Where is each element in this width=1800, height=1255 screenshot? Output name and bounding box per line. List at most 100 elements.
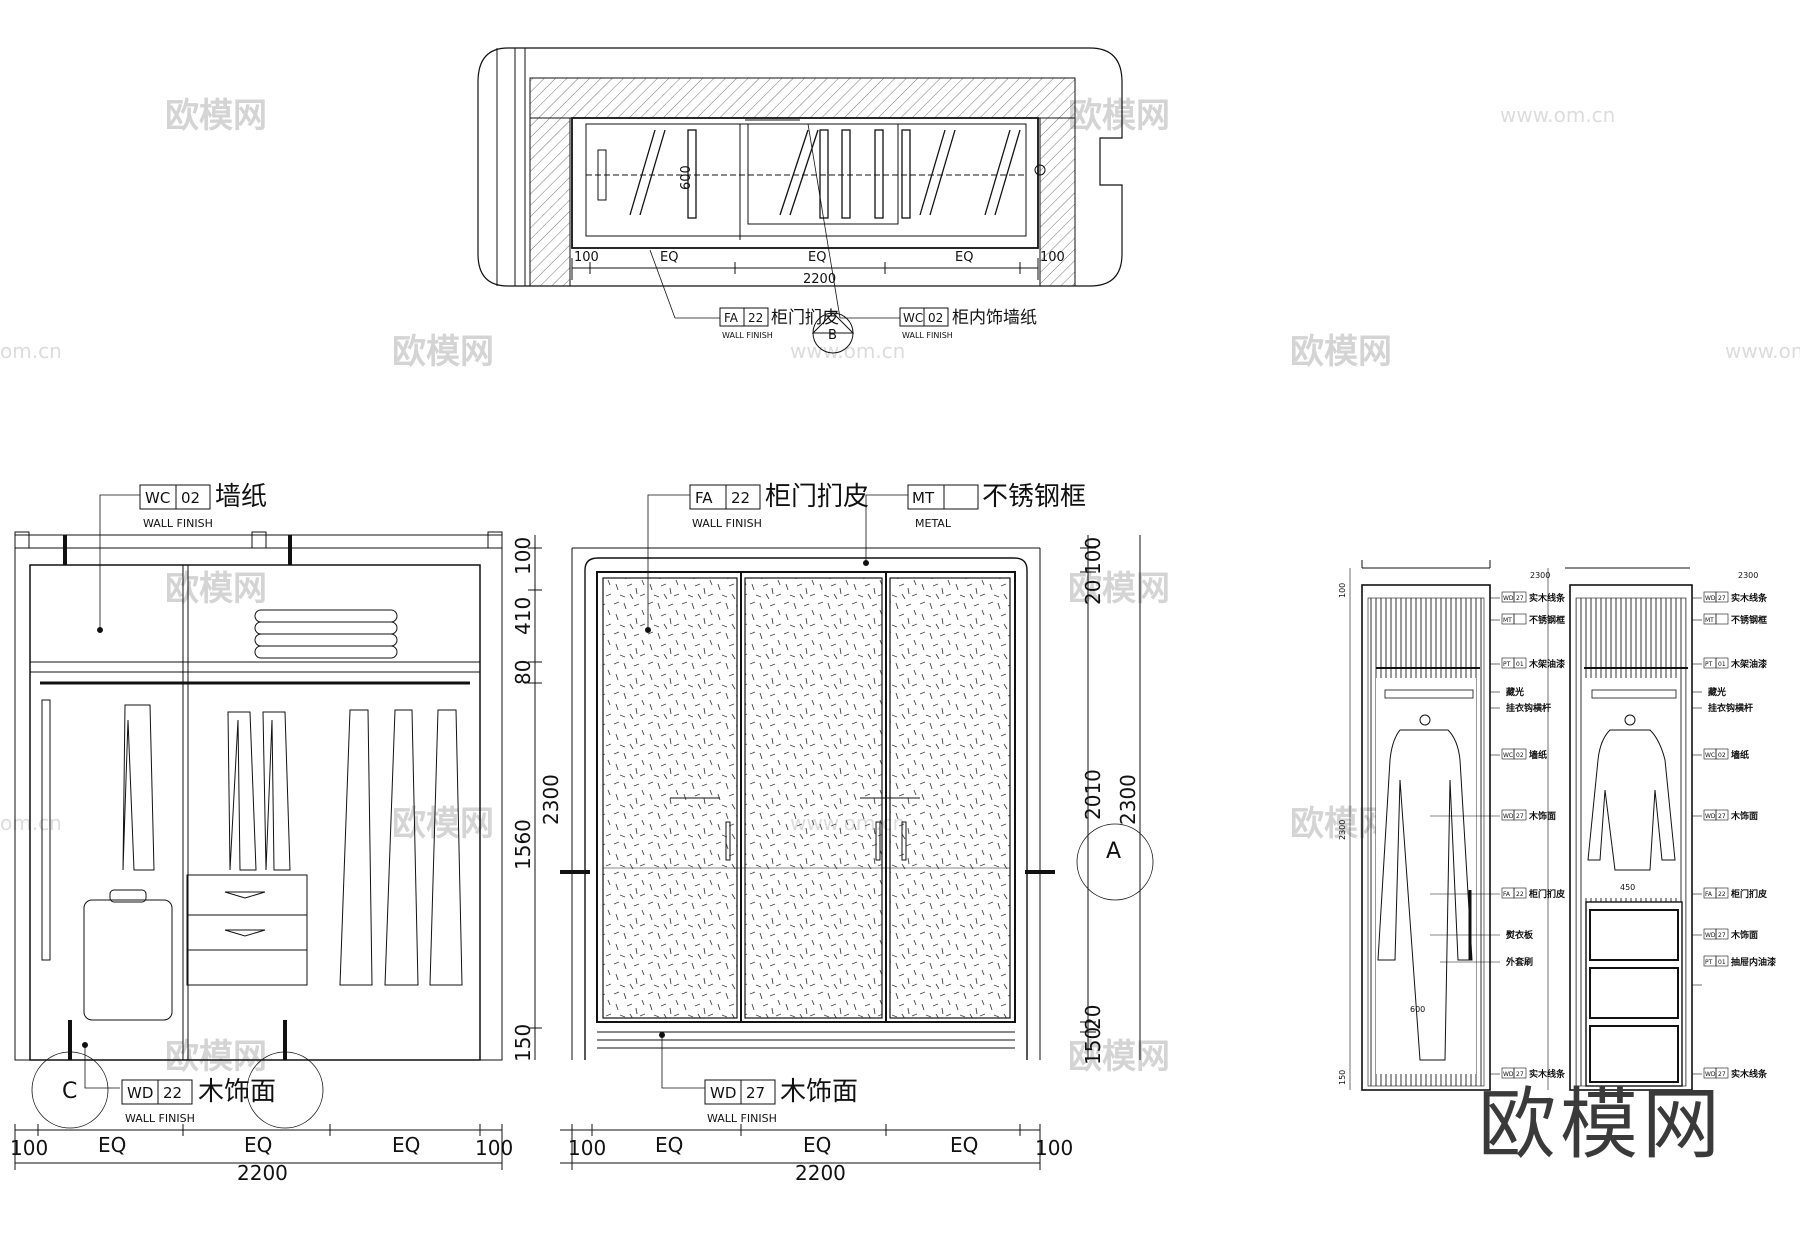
section-b-tag-box xyxy=(1715,928,1729,940)
interior-section-mark: C xyxy=(62,1079,77,1104)
interior-vdim-150: 150 xyxy=(511,1024,535,1062)
plan-dim-eq-2: EQ xyxy=(808,250,826,265)
section-a-tag-code: WD xyxy=(1503,813,1514,820)
interior-vdim-total: 2300 xyxy=(539,774,563,825)
watermark-layer: 欧模网 欧模网 www.om.cn 欧模网 www.om.cn 欧模网 www.… xyxy=(0,96,1800,1077)
section-a-label: 墙纸 xyxy=(1529,749,1547,761)
plan-dim-edge-right: 100 xyxy=(1040,250,1065,265)
section-b-tag-num: 01 xyxy=(1718,959,1726,966)
section-b-tag-box xyxy=(1715,613,1729,625)
section-a-label: 实木线条 xyxy=(1529,592,1566,604)
front-tag-fa-num: 22 xyxy=(731,489,750,507)
front-dim-eq-1: EQ xyxy=(655,1133,683,1157)
watermark-brand: 欧模网 xyxy=(392,804,494,844)
front-section-mark: A xyxy=(1106,839,1121,864)
section-b-tag-code: PT xyxy=(1705,959,1713,966)
plan-tag-fa-caption: WALL FINISH xyxy=(722,331,773,340)
plan-material-tags: FA 22 柜门扪皮 WALL FINISH WC 02 柜内饰墙纸 WALL … xyxy=(719,307,1037,340)
watermark-brand: 欧模网 xyxy=(1068,1037,1170,1077)
plan-tag-fa-num: 22 xyxy=(748,311,763,325)
front-tag-wd-num: 27 xyxy=(746,1084,765,1102)
interior-tag-wd-caption: WALL FINISH xyxy=(125,1112,195,1125)
plan-section-mark-label: B xyxy=(828,328,837,343)
interior-vdim-1560: 1560 xyxy=(511,819,535,870)
brand-logo: 欧模网 xyxy=(1478,1080,1725,1170)
section-b-tag-num: 02 xyxy=(1718,752,1726,759)
section-a-tag-code: WD xyxy=(1503,595,1514,602)
watermark-site: www.om.cn xyxy=(1500,103,1615,127)
section-a-tag-num: 01 xyxy=(1516,661,1524,668)
section-b-label: 不锈钢框 xyxy=(1731,614,1767,626)
section-a-label: 柜门扪皮 xyxy=(1528,888,1566,900)
plan-dim-edge-left: 100 xyxy=(574,250,599,265)
section-b-tag-code: WD xyxy=(1705,813,1716,820)
front-vdim-100: 100 xyxy=(1081,537,1105,575)
section-a-tag-code: WC xyxy=(1503,752,1513,759)
section-b-label: 木饰面 xyxy=(1730,929,1758,941)
section-b-tag-box xyxy=(1715,591,1729,603)
section-a-label: 藏光 xyxy=(1506,686,1524,698)
section-a-dim-600: 600 xyxy=(1410,1005,1425,1014)
section-b-tag-num: 27 xyxy=(1718,813,1726,820)
front-tag-mt-code: MT xyxy=(912,489,935,507)
interior-tag-wd-code: WD xyxy=(127,1084,153,1102)
section-b-label: 实木线条 xyxy=(1731,592,1768,604)
front-dim-edge-left: 100 xyxy=(568,1136,606,1160)
section-a-label: 木架油漆 xyxy=(1528,658,1565,670)
section-b-tag-num: 27 xyxy=(1718,1071,1726,1078)
section-b-tag-code: WD xyxy=(1705,1071,1716,1078)
interior-tag-wc-num: 02 xyxy=(181,489,200,507)
section-b-label: 藏光 xyxy=(1708,686,1726,698)
section-b-tag-num: 01 xyxy=(1718,661,1726,668)
front-tag-mt-caption: METAL xyxy=(915,517,952,530)
interior-vdim-100: 100 xyxy=(511,537,535,575)
section-a-tag-box xyxy=(1513,657,1527,669)
section-b-label: 木架油漆 xyxy=(1730,658,1767,670)
section-a-top-dim: 2300 xyxy=(1530,571,1550,580)
front-tag-wd-caption: WALL FINISH xyxy=(707,1112,777,1125)
interior-vdim-80: 80 xyxy=(511,660,535,685)
section-b-label: 抽屉内油漆 xyxy=(1731,956,1776,968)
section-b-tag-code: PT xyxy=(1705,661,1713,668)
section-a-tag-num: 27 xyxy=(1516,595,1524,602)
section-b-tag-num: 22 xyxy=(1718,891,1726,898)
watermark-site: om.cn xyxy=(0,339,62,363)
section-a-tag-code: FA xyxy=(1503,891,1511,898)
section-a-tag-code: PT xyxy=(1503,661,1511,668)
watermark-brand: 欧模网 xyxy=(1068,569,1170,609)
interior-dim-eq-1: EQ xyxy=(98,1133,126,1157)
front-vdim-20-bottom: 20 xyxy=(1081,1005,1105,1030)
plan-dim-eq-1: EQ xyxy=(660,250,678,265)
plan-tag-wc-label: 柜内饰墙纸 xyxy=(952,308,1037,328)
front-tag-wd-label: 木饰面 xyxy=(780,1077,858,1107)
section-b-tag-num: 27 xyxy=(1718,932,1726,939)
section-a-tag-box xyxy=(1513,887,1527,899)
plan-dimensions: 100 EQ EQ EQ 100 2200 600 B xyxy=(574,165,1065,343)
front-dim-eq-2: EQ xyxy=(803,1133,831,1157)
plan-tag-fa-code: FA xyxy=(724,311,739,325)
section-b-label: 挂衣钩横杆 xyxy=(1708,702,1753,714)
section-a-label: 外套刷 xyxy=(1505,956,1533,968)
wardrobe-section-views xyxy=(1349,560,1702,1091)
plan-tag-wc-num: 02 xyxy=(928,311,943,325)
section-b-tag-box xyxy=(1715,955,1729,967)
section-a-tag-num: 27 xyxy=(1516,813,1524,820)
wardrobe-front-elevation xyxy=(560,494,1154,1170)
plan-dim-overall: 2200 xyxy=(803,272,836,287)
front-tag-mt-label: 不锈钢框 xyxy=(982,482,1086,512)
front-tag-fa-label: 柜门扪皮 xyxy=(765,482,869,512)
section-b-tag-box xyxy=(1715,748,1729,760)
interior-tag-wc-label: 墙纸 xyxy=(215,482,267,512)
plan-tag-wc-code: WC xyxy=(903,311,923,325)
section-a-label: 挂衣钩横杆 xyxy=(1506,702,1551,714)
watermark-brand: 欧模网 xyxy=(165,569,267,609)
section-a-tag-box xyxy=(1513,1067,1527,1079)
section-b-tag-num: 27 xyxy=(1718,595,1726,602)
section-a-tag-box xyxy=(1513,748,1527,760)
front-vdim-total: 2300 xyxy=(1116,774,1140,825)
section-b-label: 木饰面 xyxy=(1730,810,1758,822)
section-a-tag-code: WD xyxy=(1503,1071,1514,1078)
